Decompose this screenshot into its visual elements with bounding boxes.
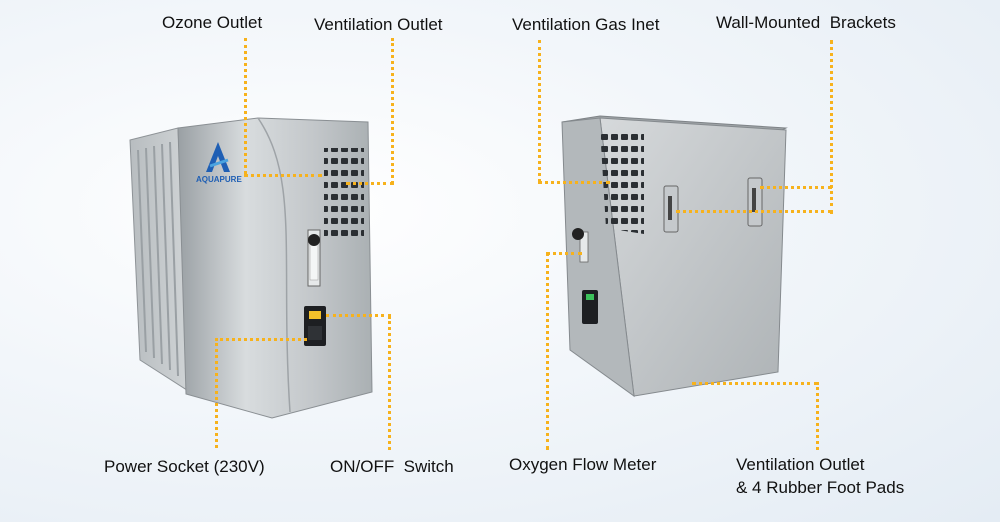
label-ozone-outlet: Ozone Outlet <box>162 13 263 32</box>
label-oxygen-flow-meter: Oxygen Flow Meter <box>509 455 657 474</box>
right-unit-vent-grille <box>600 128 644 234</box>
label-ventilation-gas-inlet: Ventilation Gas Inet <box>512 15 660 34</box>
left-unit-fins <box>137 141 179 377</box>
wall-brackets-leader-h1 <box>760 186 832 189</box>
left-unit-vent-grille <box>324 148 364 236</box>
right-unit-power-switch <box>582 290 598 324</box>
right-unit-side-panel <box>561 117 635 398</box>
label-wall-mounted-brackets: Wall-Mounted Brackets <box>716 13 896 32</box>
ventilation-outlet-top-leader-h <box>346 182 394 185</box>
label-ventilation-outlet-bottom-line2: & 4 Rubber Foot Pads <box>736 478 905 497</box>
power-socket-leader-v <box>215 338 218 448</box>
left-ozone-generator-unit: AQUAPURE <box>129 117 373 419</box>
label-power-socket: Power Socket (230V) <box>104 457 265 476</box>
label-on-off-switch: ON/OFF Switch <box>330 457 454 476</box>
aquapure-logo: AQUAPURE <box>196 142 242 184</box>
right-ozone-generator-unit <box>561 115 788 398</box>
ventilation-outlet-bottom-leader-h <box>692 382 818 385</box>
ventilation-gas-inlet-leader-v <box>538 40 541 182</box>
wall-brackets-leader-v <box>830 40 833 214</box>
on-off-switch-leader-h <box>326 314 391 317</box>
svg-text:AQUAPURE: AQUAPURE <box>196 175 242 184</box>
ventilation-outlet-bottom-leader-v <box>816 382 819 450</box>
ventilation-outlet-top-leader-v <box>391 38 394 184</box>
wall-bracket-right <box>747 177 763 227</box>
label-ventilation-outlet-top: Ventilation Outlet <box>314 15 443 34</box>
on-off-switch-leader-v <box>388 316 391 450</box>
left-unit-power-socket <box>304 306 326 346</box>
label-ventilation-outlet-bottom-line1: Ventilation Outlet <box>736 455 865 474</box>
wall-brackets-leader-h2 <box>676 210 832 213</box>
left-unit-flow-meter <box>307 229 321 287</box>
oxygen-flow-meter-leader-h <box>546 252 582 255</box>
oxygen-flow-meter-leader-v <box>546 252 549 450</box>
ventilation-gas-inlet-leader-h <box>538 181 610 184</box>
power-socket-leader-h <box>215 338 307 341</box>
ozone-outlet-leader-v <box>244 38 247 174</box>
right-unit-flow-meter <box>572 228 589 263</box>
ozone-outlet-leader-h <box>244 174 322 177</box>
wall-bracket-left <box>663 185 679 233</box>
